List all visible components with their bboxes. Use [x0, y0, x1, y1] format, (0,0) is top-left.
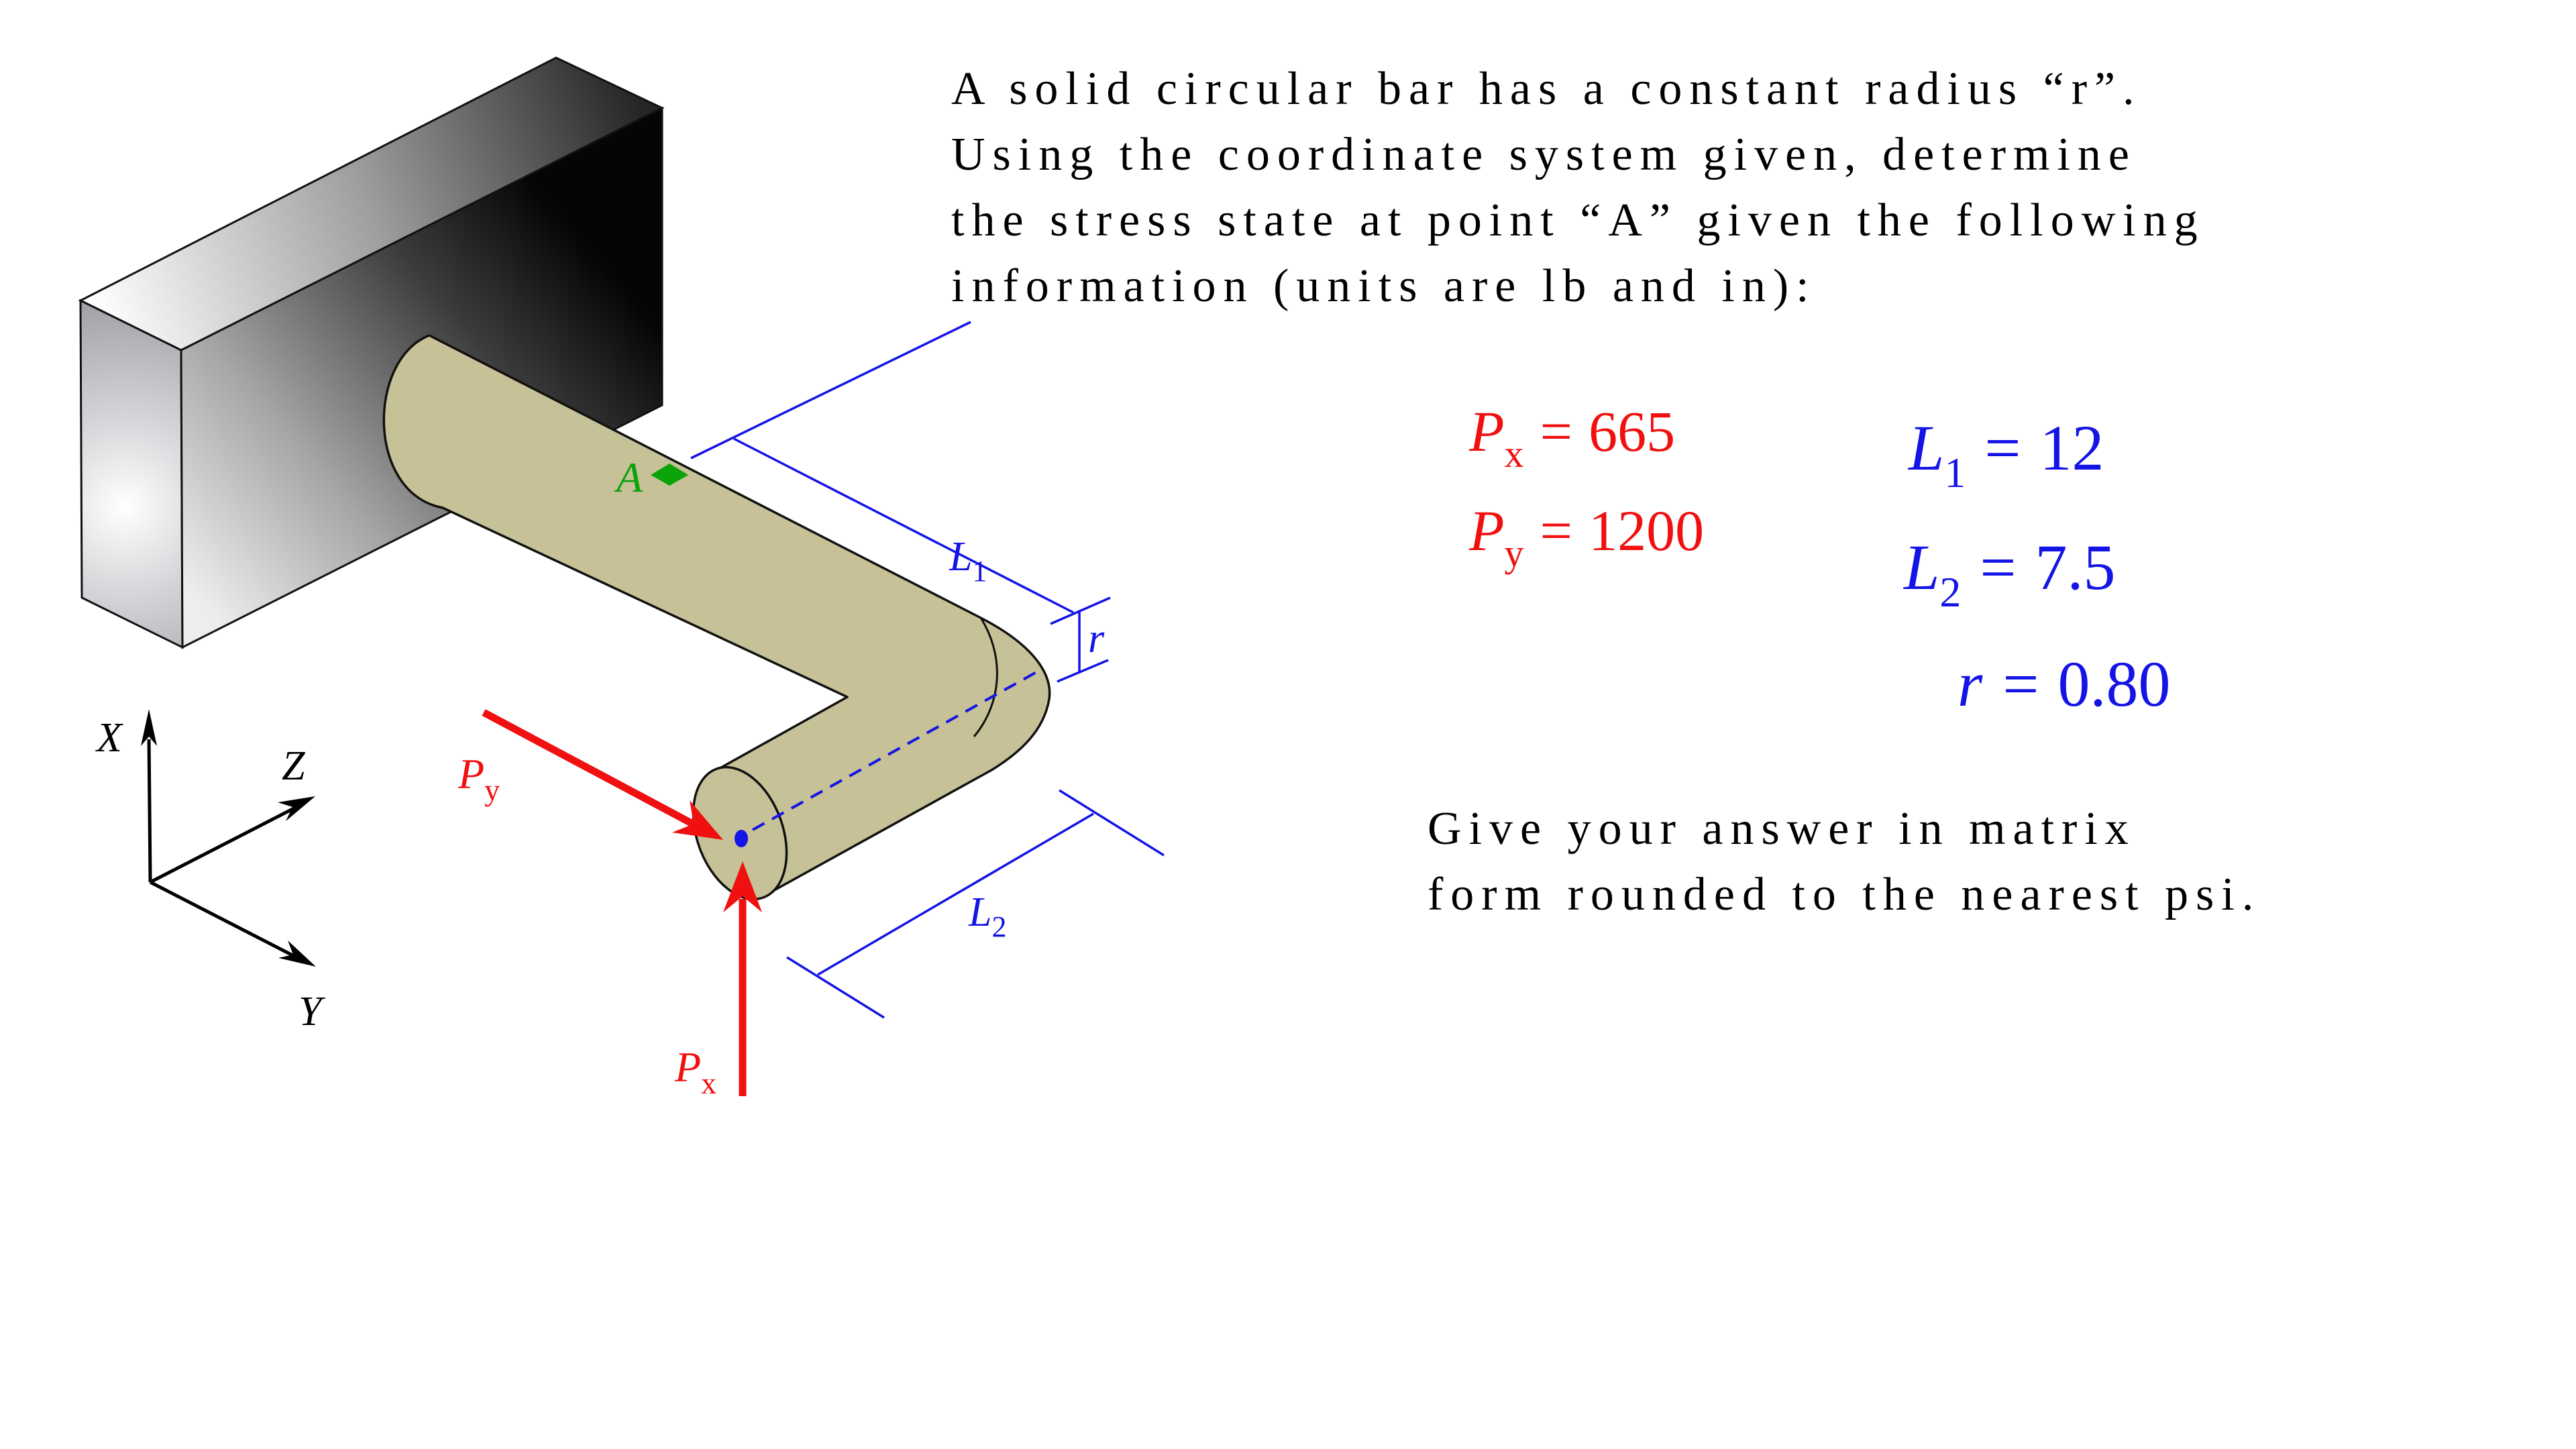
z-axis-label: Z	[282, 743, 305, 789]
bar-body	[382, 334, 1051, 898]
l1-dimension-line	[733, 437, 1074, 614]
wall-side-face	[79, 299, 184, 649]
problem-line-1: A solid circular bar has a constant radi…	[951, 63, 2142, 115]
x-axis-line	[147, 739, 152, 883]
bar-elbow-seam	[973, 617, 998, 737]
py-label: Py	[458, 750, 500, 807]
x-axis-arrowhead	[141, 709, 157, 746]
point-a-label: A	[614, 453, 643, 501]
l1-end-tick	[1050, 596, 1111, 625]
x-axis-label: X	[95, 715, 123, 761]
force-py	[482, 709, 723, 840]
given-l2: L2=7.5	[1902, 531, 2116, 616]
dimension-l2	[786, 789, 1165, 1019]
z-axis-line	[149, 806, 295, 884]
problem-statement: A solid circular bar has a constant radi…	[951, 63, 2205, 312]
bar-axis-dashed-line	[752, 671, 1037, 831]
given-px: Px=665	[1468, 399, 1675, 476]
problem-line-4: information (units are lb and in):	[951, 260, 1817, 312]
bar-end-center-dot	[735, 830, 748, 847]
l2-dimension-line	[817, 812, 1094, 976]
force-px	[723, 861, 762, 1096]
dimension-r	[1057, 612, 1109, 683]
dimension-l1	[690, 321, 1111, 625]
r-label: r	[1088, 616, 1105, 661]
px-label: Px	[674, 1043, 716, 1100]
y-axis-label: Y	[299, 989, 325, 1034]
given-r: r=0.80	[1957, 648, 2171, 720]
given-forces: Px=665 Py=1200	[1468, 399, 1704, 575]
coordinate-axes: X Z Y	[95, 709, 325, 1034]
instruction-line-2: form rounded to the nearest psi.	[1428, 869, 2261, 920]
given-l1: L1=12	[1907, 412, 2104, 496]
problem-line-3: the stress state at point “A” given the …	[951, 195, 2205, 246]
circular-bar	[382, 334, 1051, 901]
py-arrow-shaft	[482, 709, 700, 830]
z-axis-arrowhead	[278, 796, 315, 821]
problem-line-2: Using the coordinate system given, deter…	[951, 129, 2137, 180]
py-arrowhead	[672, 800, 723, 840]
point-a: A	[614, 453, 688, 501]
l2-right-tick	[1059, 789, 1165, 857]
instruction-line-1: Give your answer in matrix	[1428, 803, 2136, 855]
r-bottom-tick	[1057, 659, 1109, 683]
l2-left-tick	[786, 956, 885, 1019]
given-py: Py=1200	[1468, 498, 1704, 575]
l2-label: L2	[968, 890, 1006, 943]
y-axis-line	[149, 880, 297, 959]
given-dimensions: L1=12 L2=7.5 r=0.80	[1902, 412, 2171, 720]
l1-label: L1	[949, 534, 987, 588]
y-axis-arrowhead	[278, 941, 316, 967]
point-a-marker	[651, 464, 688, 486]
px-arrowhead	[723, 861, 762, 912]
instruction-text: Give your answer in matrix form rounded …	[1428, 803, 2261, 920]
l1-extension-line	[690, 321, 971, 460]
